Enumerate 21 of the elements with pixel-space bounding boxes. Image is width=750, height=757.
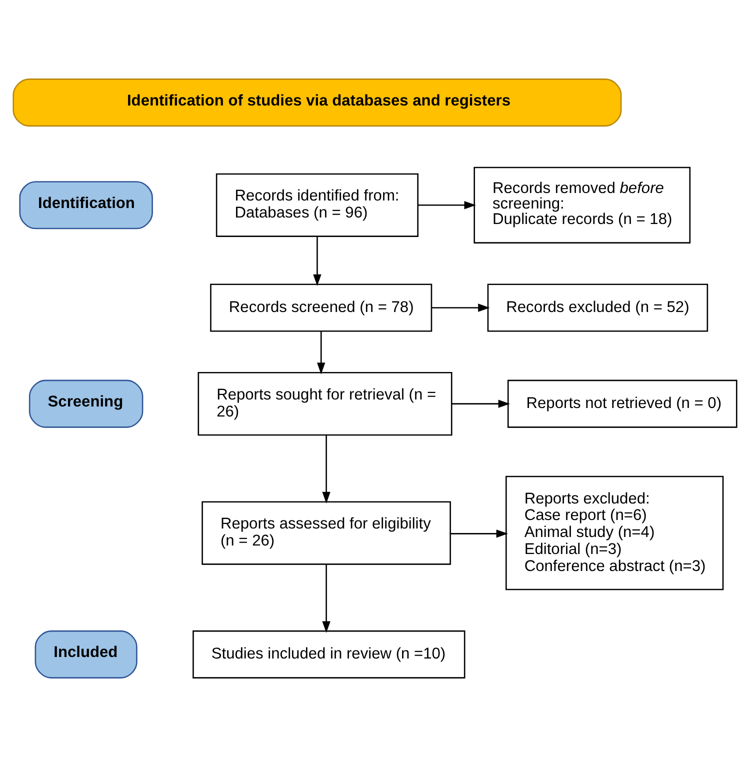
arrow [317,331,326,374]
arrow [432,304,490,312]
node-box: Records identified from: Databases (n = 96) [216,173,418,237]
node-box: Identification [19,181,153,230]
arrow [313,236,322,286]
node-box: Records screened (n = 78) [210,284,432,332]
arrow [418,201,476,210]
node-box: Reports excluded: Case report (n=6) Animal study (n=4) Editorial (n=3) Conference abstract (n=3) [506,476,724,590]
node-box: Records excluded (n = 52) [487,284,708,332]
node-box: Screening [28,380,144,428]
arrow [322,435,330,504]
node-box: Included [34,630,138,678]
node-box: Reports not retrieved (n = 0) [507,380,738,428]
arrow [322,564,330,633]
node-box: Identification of studies via databases and registers [12,78,622,127]
node-box: Studies included in review (n =10) [192,630,466,678]
node-box: Reports sought for retrieval (n = 26) [198,372,452,436]
node-box: Records removed before screening: Duplicate records (n = 18) [474,166,691,244]
node-box: Reports assessed for eligibility (n = 26) [202,501,451,565]
arrow [450,530,508,538]
arrow [452,400,510,408]
